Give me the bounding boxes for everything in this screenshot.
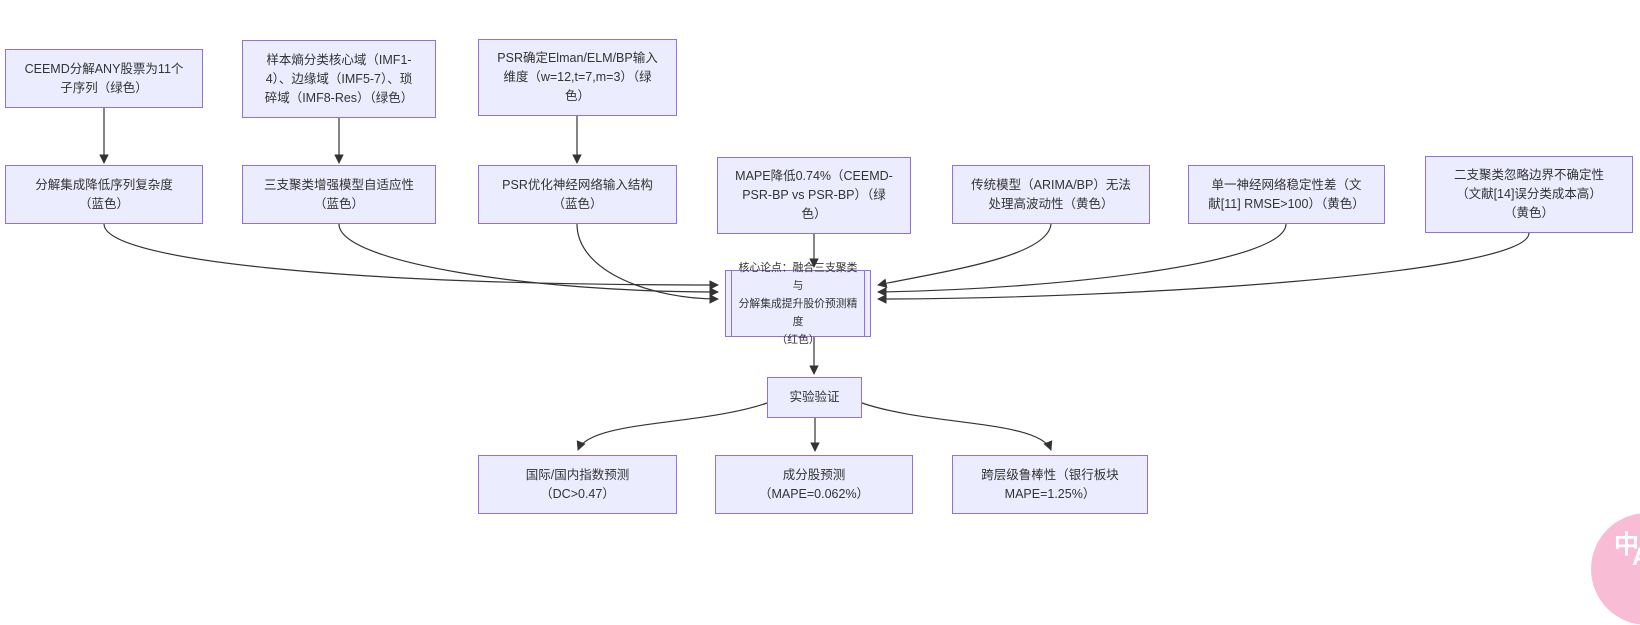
edge-experiment-to-robustness: [861, 402, 1053, 451]
node-sample-entropy: 样本熵分类核心域（IMF1- 4）、边缘域（IMF5-7）、琐 碎域（IMF8-…: [242, 40, 436, 118]
node-mape-reduction: MAPE降低0.74%（CEEMD- PSR-BP vs PSR-BP）（绿 色…: [717, 157, 911, 234]
node-psr-structure: PSR优化神经网络输入结构 （蓝色）: [478, 165, 677, 224]
translate-zh-glyph: 中: [1614, 531, 1640, 559]
node-core-thesis: 核心论点：融合三支聚类与 分解集成提升股价预测精度 （红色）: [725, 262, 871, 346]
subroutine-left-line: [731, 270, 732, 337]
translate-en-glyph: A: [1632, 543, 1640, 572]
edge-adaptivity-to-core: [338, 223, 719, 297]
node-cross-level-robustness: 跨层级鲁棒性（银行板块 MAPE=1.25%）: [952, 455, 1148, 514]
node-index-prediction: 国际/国内指数预测 （DC>0.47）: [478, 455, 677, 514]
edge-complexity-to-core: [103, 223, 719, 290]
node-traditional-limit: 传统模型（ARIMA/BP）无法 处理高波动性（黄色）: [952, 165, 1150, 224]
edges-layer: [99, 108, 1530, 452]
node-single-nn-unstable: 单一神经网络稳定性差（文 献[11] RMSE>100）（黄色）: [1188, 165, 1385, 224]
node-three-way-adaptivity: 三支聚类增强模型自适应性 （蓝色）: [242, 165, 436, 224]
subroutine-right-line: [864, 270, 865, 337]
edge-traditional-to-core: [877, 223, 1052, 288]
edge-singlenn-to-core: [877, 223, 1287, 297]
edge-experiment-to-index: [576, 402, 768, 451]
edge-structure-to-core: [576, 223, 719, 304]
node-ceemd-decompose: CEEMD分解ANY股票为11个 子序列（绿色）: [5, 49, 203, 108]
node-decomp-complexity: 分解集成降低序列复杂度 （蓝色）: [5, 165, 203, 224]
node-constituent-prediction: 成分股预测 （MAPE=0.062%）: [715, 455, 913, 514]
node-two-way-limit: 二支聚类忽略边界不确定性 （文献[14]误分类成本高） （黄色）: [1425, 156, 1633, 233]
node-experiment-validation: 实验验证: [767, 377, 862, 418]
core-thesis-label: 核心论点：融合三支聚类与 分解集成提升股价预测精度 （红色）: [738, 261, 858, 346]
edge-twoway-to-core: [877, 232, 1530, 304]
node-psr-input-dim: PSR确定Elman/ELM/BP输入 维度（w=12,t=7,m=3）（绿 色…: [478, 39, 677, 116]
